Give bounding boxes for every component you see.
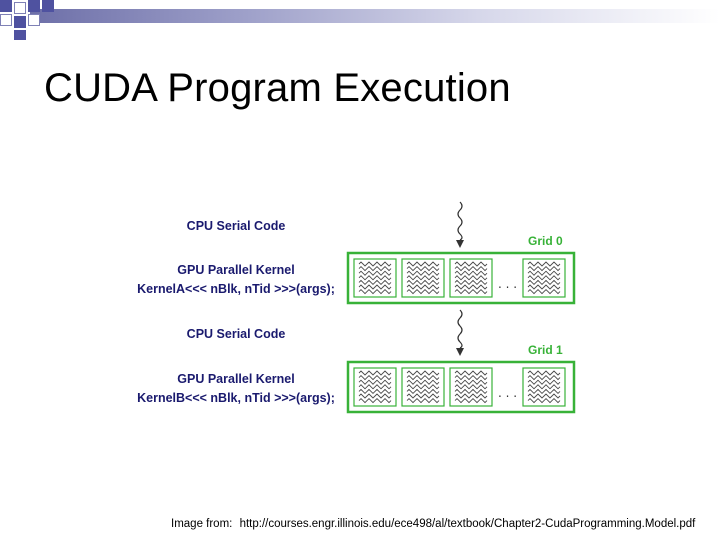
thread-squiggle	[527, 393, 561, 399]
thread-squiggle	[406, 279, 440, 286]
thread-squiggle	[358, 288, 392, 295]
thread-squiggle	[406, 384, 440, 390]
gpu-parallel-kernel-label: GPU Parallel Kernel	[177, 372, 294, 386]
thread-squiggle	[527, 270, 561, 276]
header-square	[0, 14, 12, 26]
thread-squiggle	[527, 388, 561, 395]
thread-squiggle	[406, 270, 440, 276]
header-square	[14, 2, 26, 14]
grid-ellipsis: . . .	[498, 386, 517, 400]
cpu-thread-squiggle	[457, 201, 463, 241]
thread-squiggle	[358, 384, 392, 390]
thread-squiggle	[406, 397, 440, 404]
header-square	[0, 0, 12, 12]
thread-squiggle	[406, 265, 440, 272]
thread-squiggle	[454, 284, 488, 290]
thread-squiggle	[454, 288, 488, 295]
grid-1: . . .	[346, 360, 576, 414]
thread-squiggle	[527, 397, 561, 404]
thread-squiggle	[406, 393, 440, 399]
grid-0: . . .	[346, 251, 576, 305]
thread-squiggle	[454, 388, 488, 395]
thread-squiggle	[527, 265, 561, 272]
thread-squiggle	[406, 370, 440, 376]
header-square	[14, 16, 26, 28]
header-square	[42, 0, 54, 12]
cpu-serial-code-label: CPU Serial Code	[187, 327, 286, 341]
grid-label: Grid 0	[528, 234, 563, 248]
thread-squiggle	[527, 261, 561, 267]
gpu-parallel-kernel-label: GPU Parallel Kernel	[177, 263, 294, 277]
thread-squiggle	[454, 265, 488, 272]
thread-squiggle	[527, 288, 561, 295]
thread-squiggle	[527, 284, 561, 290]
cpu-serial-code-label: CPU Serial Code	[187, 219, 286, 233]
thread-squiggle	[527, 379, 561, 385]
thread-squiggle	[406, 261, 440, 267]
thread-squiggle	[358, 397, 392, 404]
thread-squiggle	[358, 279, 392, 286]
thread-squiggle	[358, 370, 392, 376]
thread-squiggle	[358, 270, 392, 276]
thread-squiggle	[406, 379, 440, 385]
thread-squiggle	[454, 275, 488, 281]
thread-squiggle	[527, 374, 561, 381]
thread-squiggle	[406, 275, 440, 281]
header-square	[14, 30, 26, 40]
thread-squiggle	[406, 288, 440, 295]
thread-squiggle	[358, 374, 392, 381]
grid-frame	[346, 360, 576, 414]
thread-squiggle	[358, 284, 392, 290]
header-decoration	[0, 0, 720, 40]
grid-label: Grid 1	[528, 343, 563, 357]
thread-squiggle	[454, 384, 488, 390]
thread-squiggle	[406, 374, 440, 381]
header-square	[28, 14, 40, 26]
slide-title: CUDA Program Execution	[44, 66, 511, 110]
kernel-call-label: KernelA<<< nBlk, nTid >>>(args);	[137, 282, 335, 296]
thread-squiggle	[454, 393, 488, 399]
thread-squiggle	[358, 379, 392, 385]
thread-squiggle	[454, 397, 488, 404]
thread-squiggle	[358, 393, 392, 399]
thread-squiggle	[406, 388, 440, 395]
kernel-call-label: KernelB<<< nBlk, nTid >>>(args);	[137, 391, 335, 405]
grid-frame	[346, 251, 576, 305]
thread-squiggle	[454, 370, 488, 376]
thread-squiggle	[454, 261, 488, 267]
grid-ellipsis: . . .	[498, 277, 517, 291]
arrow-head	[456, 240, 464, 248]
thread-squiggle	[454, 270, 488, 276]
header-square	[28, 0, 40, 12]
thread-squiggle	[527, 279, 561, 286]
caption-url[interactable]: http://courses.engr.illinois.edu/ece498/…	[239, 518, 696, 530]
arrow-head	[456, 348, 464, 356]
thread-squiggle	[527, 370, 561, 376]
thread-squiggle	[406, 284, 440, 290]
thread-squiggle	[358, 265, 392, 272]
thread-squiggle	[454, 374, 488, 381]
caption-prefix: Image from:	[171, 518, 233, 530]
thread-squiggle	[527, 275, 561, 281]
image-source-caption: Image from: http://courses.engr.illinois…	[171, 518, 695, 530]
thread-squiggle	[358, 261, 392, 267]
thread-squiggle	[527, 384, 561, 390]
thread-squiggle	[454, 279, 488, 286]
header-gradient-bar	[30, 9, 720, 23]
cpu-thread-squiggle	[457, 309, 463, 349]
thread-squiggle	[454, 379, 488, 385]
thread-squiggle	[358, 388, 392, 395]
thread-squiggle	[358, 275, 392, 281]
